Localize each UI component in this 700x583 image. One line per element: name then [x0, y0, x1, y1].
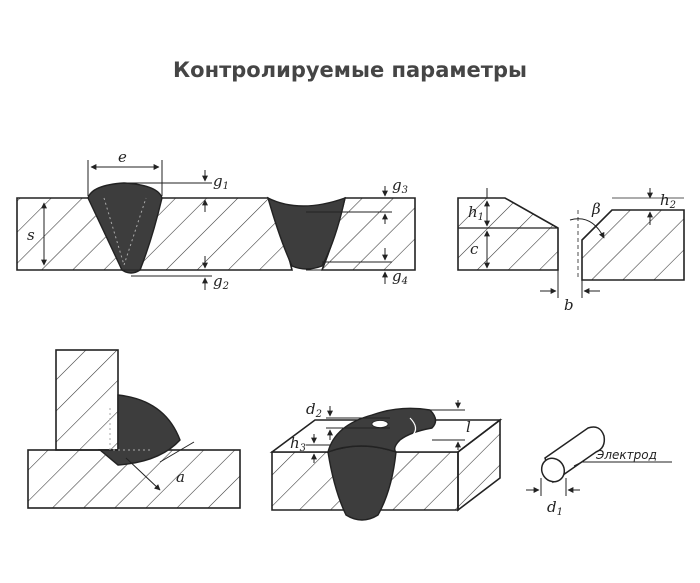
electrode-panel: Электрод d1: [526, 426, 672, 518]
vertical-plate: [55, 349, 119, 451]
label-g1: g1: [213, 172, 229, 192]
label-s: s: [27, 226, 35, 244]
label-a: a: [176, 468, 185, 486]
fillet-weld-bead: [98, 394, 181, 466]
label-g2: g2: [213, 272, 229, 292]
weld-bead-1: [87, 182, 163, 274]
bead-3d-panel: d2 h3 l: [269, 400, 503, 521]
label-c: c: [470, 240, 479, 258]
bead-top-ridge: [326, 407, 437, 454]
label-electrode: Электрод: [595, 448, 657, 462]
label-h2: h2: [660, 191, 676, 211]
edge-preparation-panel: h1 c β h2 b: [457, 188, 685, 314]
label-g3: g3: [392, 176, 408, 196]
plate-3d-side: [457, 418, 501, 512]
label-g4: g4: [392, 267, 408, 287]
label-b: b: [564, 296, 574, 314]
electrode-end: [540, 457, 566, 483]
label-l: l: [466, 418, 471, 436]
fillet-weld-panel: a: [27, 349, 241, 509]
diagram-title: Контролируемые параметры: [173, 58, 527, 82]
prep-left-plate: [457, 197, 559, 271]
label-h1: h1: [468, 203, 484, 223]
label-beta: β: [591, 200, 601, 218]
label-d2: d2: [306, 400, 322, 420]
label-h3: h3: [290, 434, 306, 454]
label-d1: d1: [547, 498, 563, 518]
butt-weld-panel: e s g1 g2 g3 g4: [16, 148, 416, 292]
prep-right-plate: [581, 209, 685, 281]
weld-bead-2: [266, 196, 346, 270]
left-plate-right: [138, 197, 294, 271]
label-e: e: [118, 148, 127, 166]
